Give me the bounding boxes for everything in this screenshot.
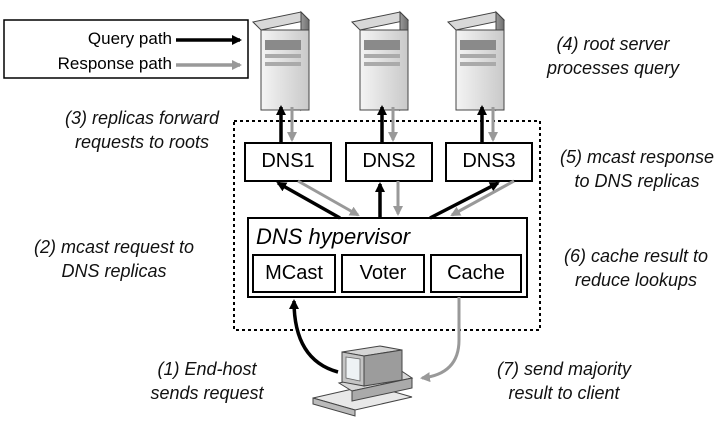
step-5-line-2: to DNS replicas [574, 171, 700, 191]
dns-replica-box [244, 142, 332, 182]
response-arrow [450, 179, 515, 217]
module-box [341, 254, 425, 293]
module-label-voter: Voter [359, 262, 407, 284]
step-1-label: (1) End-host sends request [132, 357, 282, 405]
step-4-line-2: processes query [546, 58, 680, 78]
step-6-line-2: reduce lookups [574, 270, 698, 290]
step-3-line-2: requests to roots [74, 132, 210, 152]
legend-response-label: Response path [57, 54, 172, 73]
step-7-line-1: (7) send majority [496, 359, 632, 379]
end-host-computer-icon [312, 345, 414, 417]
dns-replica-box [345, 142, 433, 182]
dns-replica-label: DNS1 [261, 150, 315, 172]
module-label-mcast: MCast [265, 262, 323, 284]
step-3-label: (3) replicas forward requests to roots [44, 106, 240, 154]
step-7-label: (7) send majority result to client [476, 357, 652, 405]
step-2-line-1: (2) mcast request to [33, 237, 195, 257]
query-arrow [429, 181, 500, 220]
module-box [430, 254, 522, 293]
hypervisor-title: DNS hypervisor [256, 224, 411, 249]
query-arrow [289, 299, 339, 374]
step-1-line-1: (1) End-host [157, 359, 257, 379]
replica-enclosure [233, 120, 541, 331]
step-1-line-2: sends request [150, 383, 264, 403]
step-7-line-2: result to client [508, 383, 620, 403]
step-4-label: (4) root server processes query [518, 32, 708, 80]
step-5-label: (5) mcast response to DNS replicas [548, 145, 726, 193]
response-arrow [420, 297, 461, 383]
step-6-line-1: (6) cache result to [563, 246, 709, 266]
query-arrow [276, 181, 341, 220]
step-2-line-2: DNS replicas [61, 261, 167, 281]
module-box [252, 254, 336, 293]
step-4-line-1: (4) root server [556, 34, 670, 54]
module-label-cache: Cache [447, 262, 505, 284]
root-server-icon [446, 10, 506, 112]
step-5-line-1: (5) mcast response [559, 147, 715, 167]
dns-replica-label: DNS3 [462, 150, 516, 172]
step-6-label: (6) cache result to reduce lookups [548, 244, 724, 292]
response-arrow [297, 179, 360, 217]
legend-query-label: Query path [87, 29, 172, 48]
step-3-line-1: (3) replicas forward [64, 108, 220, 128]
step-2-label: (2) mcast request to DNS replicas [14, 235, 214, 283]
dns-replica-label: DNS2 [362, 150, 416, 172]
dns-replica-box [445, 142, 533, 182]
legend-box [3, 19, 249, 79]
root-server-icon [350, 10, 410, 112]
root-server-icon [251, 10, 311, 112]
